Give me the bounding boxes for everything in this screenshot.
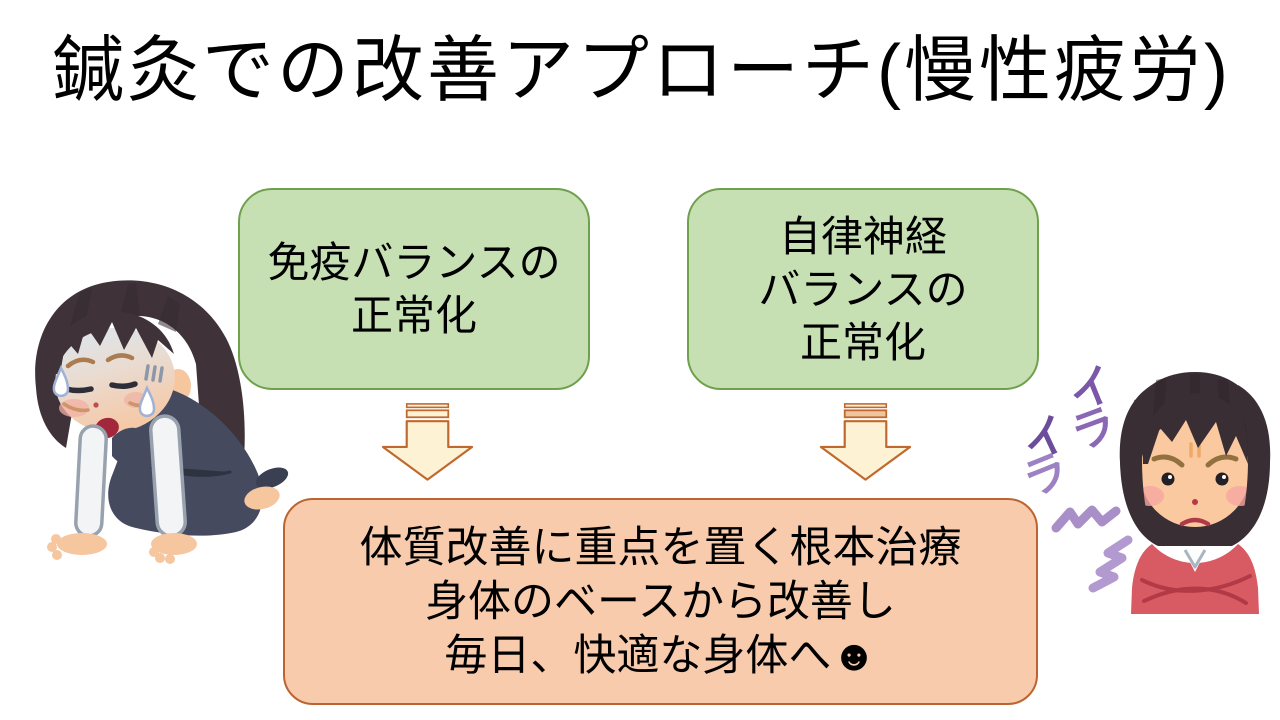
fringe xyxy=(53,311,174,374)
exhausted-woman-illustration xyxy=(35,280,289,564)
hands xyxy=(47,533,197,564)
bent-arm xyxy=(112,427,160,470)
sweat-drops xyxy=(52,364,156,418)
striped-down-arrow-icon xyxy=(381,403,474,481)
treatment-box-line-2: 身体のベースから改善し xyxy=(425,577,896,626)
arms xyxy=(74,414,187,538)
fringe xyxy=(1119,385,1271,528)
body xyxy=(1131,544,1259,614)
immune-box-line-1: 免疫バランスの xyxy=(267,239,561,286)
treatment-box-line-3: 毎日、快適な身体へ☻ xyxy=(444,631,877,680)
irritated-woman-illustration xyxy=(1119,372,1271,614)
autonomic-balance-box: 自律神経 バランスの 正常化 xyxy=(687,188,1039,390)
irritation-squiggles-icon xyxy=(1051,505,1133,593)
treatment-box-line-1: 体質改善に重点を置く根本治療 xyxy=(359,523,962,572)
striped-down-arrow-icon xyxy=(819,403,912,481)
autonomic-box-line-1: 自律神経 xyxy=(778,212,947,260)
slide-title: 鍼灸での改善アプローチ(慢性疲労) xyxy=(52,31,1231,111)
immune-box-line-2: 正常化 xyxy=(350,292,477,339)
immune-balance-box: 免疫バランスの 正常化 xyxy=(238,188,590,390)
autonomic-box-line-3: 正常化 xyxy=(799,318,926,366)
root-treatment-box: 体質改善に重点を置く根本治療 身体のベースから改善し 毎日、快適な身体へ☻ xyxy=(283,498,1038,705)
autonomic-box-line-2: バランスの xyxy=(758,265,968,313)
